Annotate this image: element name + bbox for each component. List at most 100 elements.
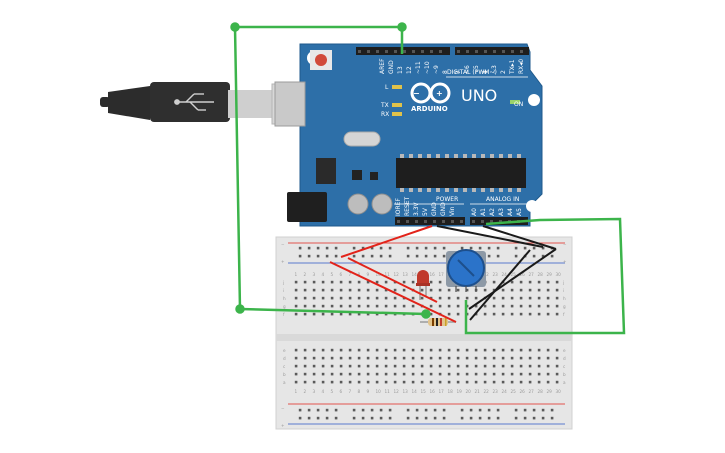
column-label: 9 xyxy=(367,389,370,394)
smd-component xyxy=(352,170,362,180)
column-label: 15 xyxy=(421,389,427,394)
power-header xyxy=(395,217,465,225)
column-label: 29 xyxy=(547,272,553,277)
arduino-infinity-icon xyxy=(410,82,451,104)
column-label: 10 xyxy=(376,389,382,394)
column-label: 27 xyxy=(529,272,535,277)
row-label: a xyxy=(563,380,566,385)
pin-label-7: 8 xyxy=(442,70,449,74)
pin-label-14: TX▸1 xyxy=(509,59,516,75)
rx-led-label: RX xyxy=(381,111,389,118)
column-label: 8 xyxy=(358,389,361,394)
column-label: 25 xyxy=(511,389,517,394)
reset-button[interactable] xyxy=(315,54,327,66)
capacitor xyxy=(347,193,369,215)
wire-green-a0-to-pot[interactable] xyxy=(464,217,626,335)
model-label: UNO xyxy=(461,86,497,105)
column-label: 22 xyxy=(484,272,490,277)
pin-label-15: RX◂0 xyxy=(518,59,525,74)
row-label: h xyxy=(283,296,286,301)
resistor[interactable] xyxy=(420,318,456,326)
analog-pin-label-3: A3 xyxy=(498,208,505,216)
digital-header-2 xyxy=(455,47,529,55)
power-pin-label-0: IOREF xyxy=(395,198,402,216)
column-label: 13 xyxy=(403,272,409,277)
mount-hole xyxy=(526,200,538,212)
column-label: 1 xyxy=(295,389,298,394)
power-pin-label-3: 5V xyxy=(422,207,429,216)
rx-led xyxy=(392,112,402,116)
wire-black-gnd-to-rail[interactable] xyxy=(436,225,557,321)
pin-label-9: ~6 xyxy=(464,65,471,74)
column-label: 30 xyxy=(556,272,562,277)
column-label: 24 xyxy=(502,272,508,277)
row-label: g xyxy=(563,304,566,309)
column-label: 28 xyxy=(538,272,544,277)
l-led xyxy=(392,85,402,89)
column-label: 4 xyxy=(322,389,325,394)
mount-hole xyxy=(528,94,540,106)
column-label: 10 xyxy=(376,272,382,277)
chip-pins xyxy=(400,154,521,192)
row-label: c xyxy=(563,364,566,369)
column-label: 29 xyxy=(547,389,553,394)
row-label: g xyxy=(283,304,286,309)
tx-led xyxy=(392,103,402,107)
row-label: i xyxy=(283,288,284,293)
wire-green-pin13-to-resistor[interactable] xyxy=(230,22,431,319)
column-label: 17 xyxy=(439,272,445,277)
smd-component xyxy=(370,172,378,180)
tx-led-label: TX xyxy=(380,102,389,109)
row-label: c xyxy=(283,364,286,369)
rail-minus-label-bottom: − xyxy=(281,406,285,411)
pin-label-6: ~9 xyxy=(433,65,440,74)
column-label: 12 xyxy=(394,272,400,277)
column-label: 11 xyxy=(385,389,391,394)
column-label: 9 xyxy=(367,272,370,277)
l-led-label: L xyxy=(385,84,389,91)
row-label: e xyxy=(563,348,566,353)
column-label: 30 xyxy=(556,389,562,394)
potentiometer[interactable] xyxy=(446,249,486,292)
pin-label-5: ~10 xyxy=(424,61,431,74)
atmega-chip xyxy=(396,158,526,188)
column-label: 5 xyxy=(331,272,334,277)
row-label: j xyxy=(562,280,564,285)
column-label: 26 xyxy=(520,272,526,277)
row-label: i xyxy=(563,288,564,293)
column-label: 26 xyxy=(520,389,526,394)
pin-label-2: 13 xyxy=(397,66,404,74)
column-label: 18 xyxy=(448,389,454,394)
row-label: b xyxy=(283,372,286,377)
pin-label-11: 4 xyxy=(482,70,489,74)
power-pin-label-5: GND xyxy=(440,202,447,216)
column-label: 27 xyxy=(529,389,535,394)
crystal xyxy=(343,131,381,147)
row-label: b xyxy=(563,372,566,377)
pin-label-1: GND xyxy=(388,60,395,74)
row-label: e xyxy=(283,348,286,353)
analog-pin-label-5: A5 xyxy=(516,208,523,216)
analog-pin-label-0: A0 xyxy=(471,208,478,216)
row-label: d xyxy=(283,356,286,361)
column-label: 3 xyxy=(313,389,316,394)
pin-label-3: 12 xyxy=(406,66,413,74)
rail-plus-label-right: + xyxy=(563,259,567,264)
wire-red-5v-to-rail[interactable] xyxy=(329,225,457,323)
led-red[interactable] xyxy=(416,270,430,300)
brand-label: ARDUINO xyxy=(411,105,448,113)
column-label: 19 xyxy=(457,389,463,394)
column-label: 7 xyxy=(349,389,352,394)
column-label: 22 xyxy=(484,389,490,394)
analog-pin-label-4: A4 xyxy=(507,208,514,216)
analog-pin-label-1: A1 xyxy=(480,208,487,216)
digital-label: DIGITAL (PWM~) xyxy=(447,69,497,76)
column-label: 14 xyxy=(412,389,418,394)
power-pin-label-1: RESET xyxy=(404,196,411,216)
usb-port xyxy=(274,81,306,127)
power-jack xyxy=(287,192,327,222)
